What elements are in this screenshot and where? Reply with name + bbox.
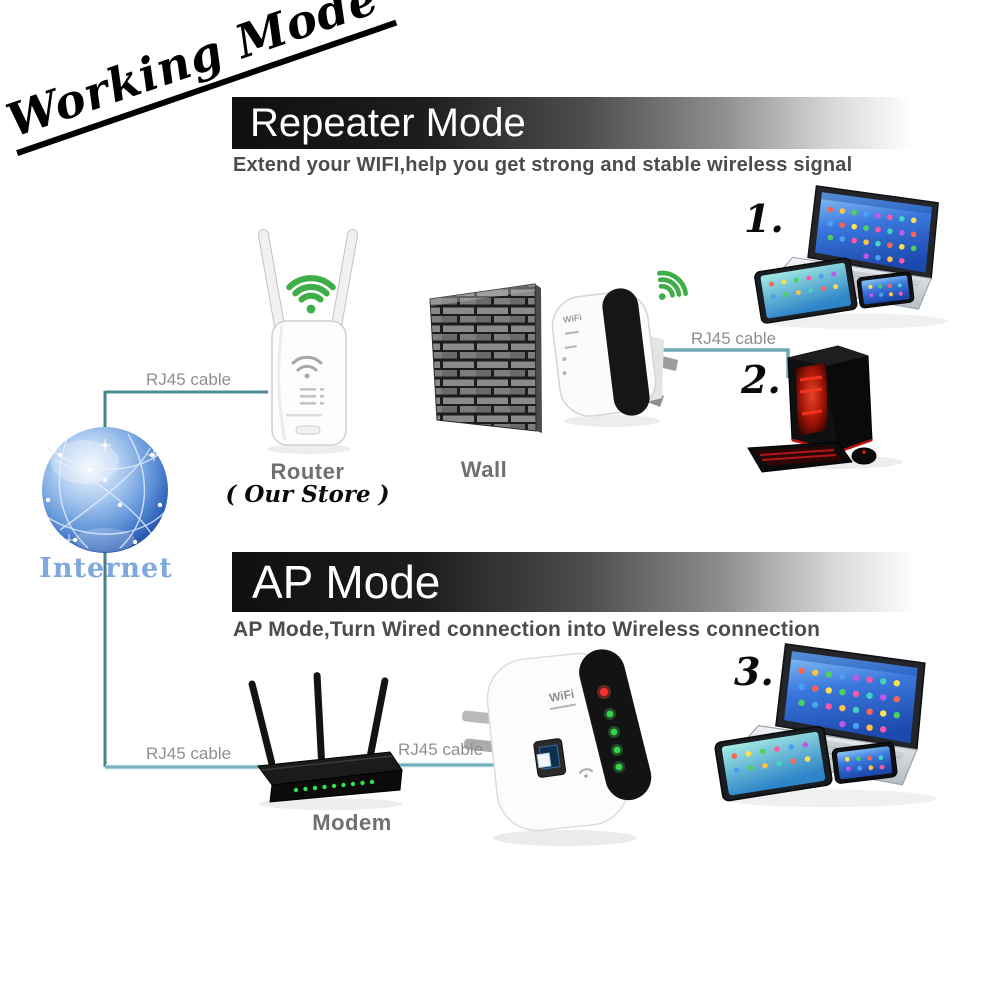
router-our-store-label: ( Our Store ) [225,481,390,508]
ap-mode-subtitle: AP Mode,Turn Wired connection into Wirel… [233,618,821,641]
internet-label: Internet [39,553,173,584]
step-number-1: 1. [744,196,784,241]
modem-device [248,672,403,810]
step-number-2: 2. [741,357,781,402]
repeater-mode-banner: Repeater Mode [232,97,914,149]
pc-mouse [851,447,877,465]
repeater-black-band [579,649,652,801]
repeater-logo-text: WiFi [562,312,582,325]
modem-antenna-middle [313,672,326,764]
rj45-cable-label-modem-repeater: RJ45 cable [398,740,484,759]
modem-antenna-left [248,680,276,767]
status-led-red [600,688,608,696]
repeater-logo-text: WiFi [548,687,575,705]
modem-antenna-right [365,677,389,764]
wall-graphic [429,283,542,433]
status-leds-green [604,708,625,773]
rj45-cable-label-internet-modem: RJ45 cable [146,744,232,763]
ap-mode-banner-label: AP Mode [252,556,441,608]
ap-repeater-device: WiFi [461,649,652,846]
wall-label: Wall [460,457,508,482]
plug-prong [463,738,499,753]
repeater-black-band [602,288,650,416]
rj45-cable-label-internet-router: RJ45 cable [146,370,232,389]
router-label: Router [270,459,345,484]
rj45-cable-label-repeater-pc: RJ45 cable [691,329,777,348]
ap-mode-banner: AP Mode [232,552,916,612]
wifi-signal-icon [647,268,690,310]
internet-globe-icon [42,427,168,553]
ethernet-port [533,738,567,778]
wall-repeater-device: WiFi [551,288,678,427]
repeater-mode-subtitle: Extend your WIFI,help you get strong and… [233,154,853,176]
modem-label: Modem [312,810,392,835]
repeater-mode-banner-label: Repeater Mode [250,100,526,145]
router-device [257,229,359,454]
pc-red-glow-panel [796,363,828,436]
wifi-signal-icon [289,278,333,313]
step-number-3: 3. [734,649,774,694]
desktop-pc-device [747,345,903,473]
rj45-cable-repeater-to-pc [661,348,790,378]
